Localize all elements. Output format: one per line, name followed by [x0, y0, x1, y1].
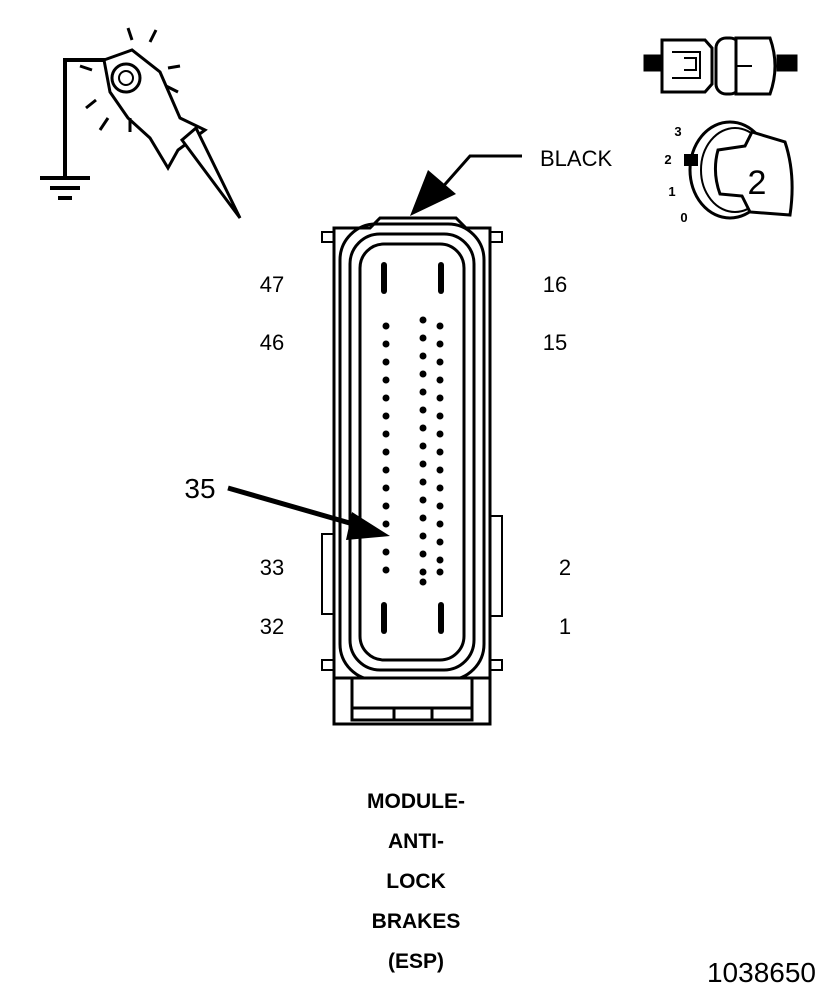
- wire-color-label: BLACK: [540, 146, 612, 171]
- connector-title-line-3: LOCK: [386, 870, 446, 893]
- connector-title-line-1: MODULE-: [367, 790, 465, 813]
- pin-callout-arrow: [227, 485, 390, 540]
- callout-pin-label: 35: [184, 473, 215, 504]
- key-position-1: 1: [668, 184, 675, 199]
- figure-number: 1038650: [707, 957, 816, 988]
- key-position-3: 3: [674, 124, 681, 139]
- connector-body: [321, 216, 503, 726]
- test-probe-icon: [63, 27, 242, 219]
- pin-slot-32: [381, 602, 387, 634]
- ground-symbol-icon: [40, 176, 90, 200]
- wire-color-leader: [410, 154, 522, 216]
- key-position-0: 0: [680, 210, 687, 225]
- pin-label-46: 46: [260, 330, 284, 355]
- connector-title-line-5: (ESP): [388, 950, 444, 973]
- pin-label-2: 2: [559, 555, 571, 580]
- small-pin-cavities: [382, 316, 444, 586]
- pin-label-16: 16: [543, 272, 567, 297]
- ignition-key-icon: [684, 120, 794, 220]
- pin-slot-16: [438, 262, 444, 294]
- pin-label-1: 1: [559, 614, 571, 639]
- pin-slot-47: [381, 262, 387, 294]
- pin-label-15: 15: [543, 330, 567, 355]
- connector-halves-icon: [643, 36, 798, 96]
- pin-label-33: 33: [260, 555, 284, 580]
- connector-title-line-2: ANTI-: [388, 830, 444, 853]
- key-number: 2: [748, 164, 767, 202]
- pin-label-32: 32: [260, 614, 284, 639]
- connector-title: MODULE- ANTI- LOCK BRAKES (ESP): [367, 790, 465, 973]
- pin-label-47: 47: [260, 272, 284, 297]
- pin-slot-1: [438, 602, 444, 634]
- connector-title-line-4: BRAKES: [372, 910, 461, 933]
- key-position-2: 2: [664, 152, 671, 167]
- large-pin-slots: [381, 262, 444, 634]
